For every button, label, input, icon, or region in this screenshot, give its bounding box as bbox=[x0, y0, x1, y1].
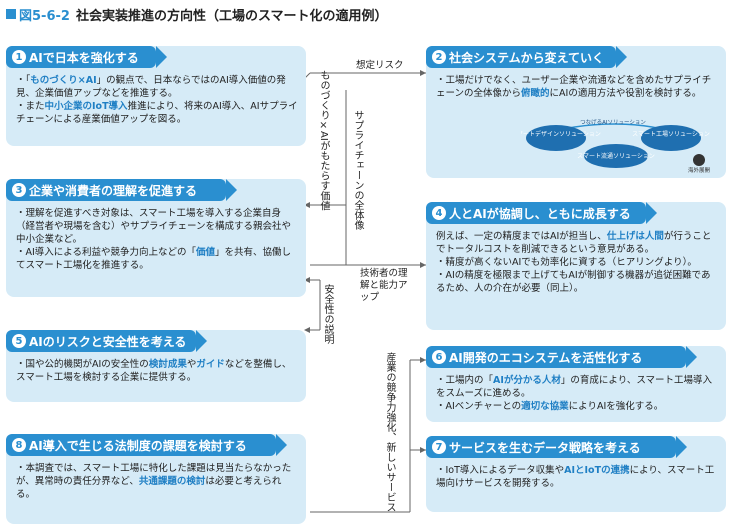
number-badge: 7 bbox=[432, 440, 446, 454]
box-legal-issues: 8 AI導入で生じる法制度の課題を検討する ・本調査では、スマート工場に特化した… bbox=[6, 434, 306, 524]
text: ・「 bbox=[16, 75, 31, 86]
box-human-ai-collab: 4 人とAIが協調し、ともに成長する 例えば、一定の精度まではAIが担当し、仕上… bbox=[426, 202, 726, 330]
label-assumed-risk: 想定リスク bbox=[356, 60, 404, 71]
number-badge: 4 bbox=[432, 206, 446, 220]
text: 」を共有、協働してスマート工場化を推進する。 bbox=[16, 247, 292, 271]
highlight: 共通課題の検討 bbox=[138, 476, 206, 487]
box-ai-strengthen-japan: 1 AIで日本を強化する ・「ものづくり×AI」の観点で、日本ならではのAI導入… bbox=[6, 46, 306, 146]
number-badge: 1 bbox=[12, 50, 26, 64]
text: などを整備し、スマート工場を検討する企業に提供する。 bbox=[16, 359, 292, 383]
box3-header: 3 企業や消費者の理解を促進する bbox=[6, 179, 237, 201]
label-engineer-understanding: 技術者の理解と能力アップ bbox=[360, 268, 408, 303]
box5-title: AIのリスクと安全性を考える bbox=[29, 334, 187, 349]
label-competitiveness: 産業の競争力強化、新しいサービス bbox=[384, 352, 395, 512]
text: ・国や公的機関がAIの安全性の bbox=[16, 359, 149, 370]
box6-header: 6 AI開発のエコシステムを活性化する bbox=[426, 346, 697, 368]
text: 」の育成により、スマート工場導入をスムーズに進める。 bbox=[436, 375, 713, 399]
box4-header: 4 人とAIが協調し、ともに成長する bbox=[426, 202, 657, 224]
highlight: ガイド bbox=[196, 359, 225, 370]
highlight: 検討成果 bbox=[148, 359, 187, 370]
text: や bbox=[186, 359, 197, 370]
diagram-label: つなげるAIソリューション bbox=[580, 118, 646, 126]
box5-header: 5 AIのリスクと安全性を考える bbox=[6, 330, 207, 352]
solution-bubble bbox=[526, 125, 586, 151]
label-monozukuri-value: ものづくり×AIがもたらす価値 bbox=[318, 70, 329, 211]
number-badge: 2 bbox=[432, 50, 446, 64]
text: は必要と考えられる。 bbox=[16, 476, 282, 500]
text: が行うことでトータルコストを削減できるという意見がある。 bbox=[436, 231, 712, 255]
box-risk-safety: 5 AIのリスクと安全性を考える ・国や公的機関がAIの安全性の検討成果やガイド… bbox=[6, 330, 306, 402]
highlight: 適切な協業 bbox=[521, 401, 569, 412]
highlight: 中小企業のIoT導入 bbox=[44, 101, 128, 112]
number-badge: 8 bbox=[12, 438, 26, 452]
text: 例えば、一定の精度まではAIが担当し、 bbox=[436, 231, 607, 242]
highlight: AIが分かる人材 bbox=[493, 375, 561, 386]
box1-title: AIで日本を強化する bbox=[29, 50, 139, 65]
box2-body: ・工場だけでなく、ユーザー企業や流通などを含めたサプライチェーンの全体像から俯瞰… bbox=[436, 74, 718, 100]
box8-title: AI導入で生じる法制度の課題を検討する bbox=[29, 438, 247, 453]
box4-title: 人とAIが協調し、ともに成長する bbox=[449, 206, 631, 221]
text: ・本調査では、スマート工場に特化した課題は見当たらなかったが、異常時の責任分界な… bbox=[16, 463, 292, 487]
text: ・AI導入による利益や競争力向上などの「 bbox=[16, 247, 197, 258]
label-safety-explanation: 安全性の説明 bbox=[322, 284, 333, 344]
text: 推進により、将来のAI導入、AIサプライチェーンによる産業価値アップを図る。 bbox=[16, 101, 298, 125]
box-ecosystem: 6 AI開発のエコシステムを活性化する ・工場内の「AIが分かる人材」の育成によ… bbox=[426, 346, 726, 422]
diagram-label: スマートデザインソリューション bbox=[521, 130, 601, 138]
figure-number: 図5-6-2 bbox=[19, 8, 70, 24]
text: ・精度が高くないAIでも効率化に資する（ヒアリングより）。 bbox=[436, 257, 697, 268]
box1-header: 1 AIで日本を強化する bbox=[6, 46, 167, 68]
text: 」の観点で、日本ならではのAI導入価値の発見、企業価値アップなどを推進する。 bbox=[16, 75, 286, 99]
figure-title-text: 社会実装推進の方向性（工場のスマート化の適用例） bbox=[75, 8, 388, 24]
text: にAIの適用方法や役割を検討する。 bbox=[549, 88, 702, 99]
text: によりAIを強化する。 bbox=[568, 401, 664, 412]
box-promote-understanding: 3 企業や消費者の理解を促進する ・理解を促進すべき対象は、スマート工場を導入す… bbox=[6, 179, 306, 297]
number-badge: 6 bbox=[432, 350, 446, 364]
box4-body: 例えば、一定の精度まではAIが担当し、仕上げは人間が行うことでトータルコストを削… bbox=[436, 230, 718, 295]
number-badge: 3 bbox=[12, 183, 26, 197]
text: ・また bbox=[16, 101, 45, 112]
highlight: 価値 bbox=[196, 247, 216, 258]
box2-header: 2 社会システムから変えていく bbox=[426, 46, 627, 68]
box2-title: 社会システムから変えていく bbox=[449, 50, 605, 65]
diagram-label: スマート工場ソリューション bbox=[632, 130, 710, 138]
box6-body: ・工場内の「AIが分かる人材」の育成により、スマート工場導入をスムーズに進める。… bbox=[436, 374, 718, 413]
text: ・工場だけでなく、ユーザー企業や流通などを含めたサプライチェーンの全体像から bbox=[436, 75, 712, 99]
title-square-icon bbox=[6, 9, 16, 19]
highlight: 俯瞰的 bbox=[521, 88, 550, 99]
text: ・AIベンチャーとの bbox=[436, 401, 522, 412]
text: ・IoT導入によるデータ収集や bbox=[436, 465, 565, 476]
figure-title: 図5-6-2 社会実装推進の方向性（工場のスマート化の適用例） bbox=[6, 4, 388, 24]
box8-header: 8 AI導入で生じる法制度の課題を検討する bbox=[6, 434, 287, 456]
diagram-label: スマート流通ソリューション bbox=[577, 152, 655, 160]
solution-bubble bbox=[641, 125, 701, 151]
box7-body: ・IoT導入によるデータ収集やAIとIoTの連携により、スマート工場向けサービス… bbox=[436, 464, 718, 490]
highlight: AIとIoTの連携 bbox=[564, 465, 630, 476]
highlight: ものづくり×AI bbox=[30, 75, 97, 86]
solution-diagram: スマートデザインソリューション つなげるAIソリューション スマート工場ソリュー… bbox=[521, 118, 711, 174]
box3-title: 企業や消費者の理解を促進する bbox=[29, 183, 198, 198]
number-badge: 5 bbox=[12, 334, 26, 348]
box3-body: ・理解を促進すべき対象は、スマート工場を導入する企業自身（経営者や現場を含む）や… bbox=[16, 207, 298, 272]
text: ・工場内の「 bbox=[436, 375, 494, 386]
globe-icon bbox=[693, 154, 705, 166]
highlight: 仕上げは人間 bbox=[606, 231, 664, 242]
text: により、スマート工場向けサービスを開発する。 bbox=[436, 465, 715, 489]
box-data-strategy: 7 サービスを生むデータ戦略を考える ・IoT導入によるデータ収集やAIとIoT… bbox=[426, 436, 726, 512]
box-social-system: 2 社会システムから変えていく ・工場だけでなく、ユーザー企業や流通などを含めた… bbox=[426, 46, 726, 178]
box8-body: ・本調査では、スマート工場に特化した課題は見当たらなかったが、異常時の責任分界な… bbox=[16, 462, 298, 501]
text: ・AIの精度を極限まで上げてもAIが制御する機器が追従困難であるため、人の介在が… bbox=[436, 270, 711, 294]
text: ・理解を促進すべき対象は、スマート工場を導入する企業自身（経営者や現場を含む）や… bbox=[16, 208, 292, 245]
solution-bubble bbox=[584, 144, 648, 168]
box1-body: ・「ものづくり×AI」の観点で、日本ならではのAI導入価値の発見、企業価値アップ… bbox=[16, 74, 298, 126]
box5-body: ・国や公的機関がAIの安全性の検討成果やガイドなどを整備し、スマート工場を検討す… bbox=[16, 358, 298, 384]
label-supply-chain: サプライチェーンの全体像 bbox=[352, 110, 363, 230]
box7-header: 7 サービスを生むデータ戦略を考える bbox=[426, 436, 687, 458]
box6-title: AI開発のエコシステムを活性化する bbox=[449, 350, 643, 365]
box7-title: サービスを生むデータ戦略を考える bbox=[449, 440, 641, 455]
diagram-label: 海外展開 bbox=[688, 166, 711, 174]
